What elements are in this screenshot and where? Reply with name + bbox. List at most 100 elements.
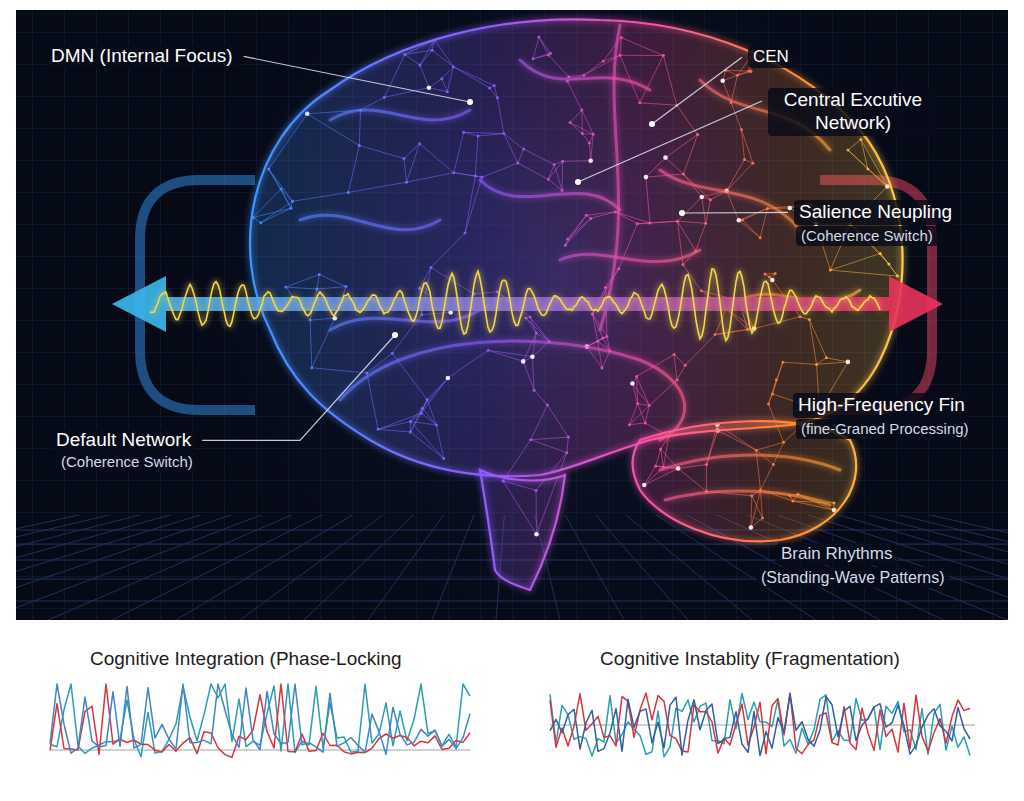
mesh-link	[549, 55, 569, 77]
mesh-link	[531, 437, 569, 440]
mesh-node	[782, 441, 785, 444]
mesh-node	[588, 159, 593, 164]
mesh-link	[880, 253, 897, 276]
mesh-node	[775, 378, 778, 381]
label-holder: CEN	[748, 46, 794, 68]
mesh-link	[620, 55, 663, 56]
mesh-node	[522, 148, 525, 151]
mesh-node	[529, 316, 532, 319]
mesh-node	[619, 54, 622, 57]
mesh-node	[309, 319, 312, 322]
callout-label: CEN	[748, 46, 794, 68]
mesh-node	[418, 142, 421, 145]
signal-line	[50, 684, 470, 757]
mesh-node	[462, 131, 465, 134]
leader-line	[682, 212, 788, 214]
mesh-link	[384, 54, 405, 97]
mesh-link	[547, 405, 568, 437]
label-holder: (Coherence Switch)	[796, 226, 938, 246]
mesh-link	[497, 98, 504, 134]
mesh-link	[410, 421, 443, 458]
mesh-node	[591, 312, 594, 315]
label-holder: (Standing-Wave Patterns)	[756, 567, 949, 588]
mesh-link	[378, 429, 410, 432]
mesh-link	[723, 75, 738, 80]
mesh-node	[743, 158, 746, 161]
callout-label: (fine-Graned Processing)	[796, 419, 974, 439]
mesh-link	[587, 337, 607, 347]
mesh-link	[565, 218, 591, 245]
mesh-node	[291, 200, 294, 203]
mesh-link	[269, 169, 293, 201]
mesh-link	[465, 177, 482, 233]
mesh-node	[648, 404, 651, 407]
mesh-node	[605, 335, 608, 338]
mesh-link	[359, 146, 404, 159]
mesh-link	[432, 50, 453, 67]
mesh-link	[429, 79, 442, 88]
mesh-node	[582, 74, 585, 77]
mesh-node	[267, 167, 270, 170]
mesh-link	[809, 320, 816, 365]
mesh-node	[750, 494, 753, 497]
mesh-node	[770, 278, 775, 283]
mesh-link	[661, 449, 664, 467]
mesh-node	[682, 263, 685, 266]
perspective-floor	[16, 515, 1008, 620]
mesh-link	[533, 53, 551, 59]
mesh-link	[646, 158, 666, 178]
mesh-node	[419, 64, 422, 67]
mesh-node	[700, 195, 705, 200]
cerebellum	[633, 421, 857, 541]
mesh-node	[617, 267, 620, 270]
mesh-node	[426, 398, 429, 401]
mesh-node	[521, 359, 526, 364]
mesh-link	[518, 149, 524, 163]
floor-line	[16, 515, 512, 620]
mesh-link	[567, 437, 569, 453]
mesh-link	[348, 182, 406, 192]
mesh-link	[677, 365, 685, 380]
mesh-link	[621, 38, 663, 56]
mesh-node	[815, 363, 818, 366]
mesh-node	[581, 132, 584, 135]
mesh-link	[598, 337, 607, 342]
mesh-link	[615, 212, 650, 223]
mesh-node	[636, 402, 639, 405]
mesh-node	[280, 188, 283, 191]
mesh-node	[887, 263, 890, 266]
mesh-node	[529, 438, 532, 441]
mesh-node	[532, 57, 535, 60]
mesh-node	[567, 436, 570, 439]
mesh-node	[452, 65, 455, 68]
mesh-node	[430, 266, 433, 269]
chart-title: Cognitive Instablity (Fragmentation)	[600, 648, 900, 671]
callout-label: (Standing-Wave Patterns)	[756, 567, 949, 588]
mesh-node	[774, 272, 777, 275]
mesh-link	[367, 373, 378, 429]
mesh-node	[535, 489, 538, 492]
mesh-link	[773, 442, 783, 464]
mesh-node	[310, 366, 313, 369]
mesh-node	[772, 463, 775, 466]
mesh-link	[582, 110, 593, 134]
floor-line	[16, 515, 512, 620]
mesh-link	[769, 404, 784, 442]
mesh-link	[783, 362, 817, 364]
mesh-link	[533, 37, 539, 59]
mesh-link	[534, 390, 547, 405]
mesh-link	[830, 270, 897, 276]
mesh-link	[563, 160, 591, 162]
mesh-link	[269, 114, 308, 169]
mesh-node	[580, 109, 583, 112]
mesh-node	[635, 375, 638, 378]
mesh-node	[781, 361, 784, 364]
mesh-node	[602, 60, 605, 63]
mesh-node	[676, 466, 681, 471]
mesh-node	[534, 532, 539, 537]
mesh-link	[640, 103, 677, 105]
callout-label: (Coherence Switch)	[796, 226, 938, 246]
mesh-link	[407, 173, 454, 183]
mesh-link	[567, 81, 581, 110]
